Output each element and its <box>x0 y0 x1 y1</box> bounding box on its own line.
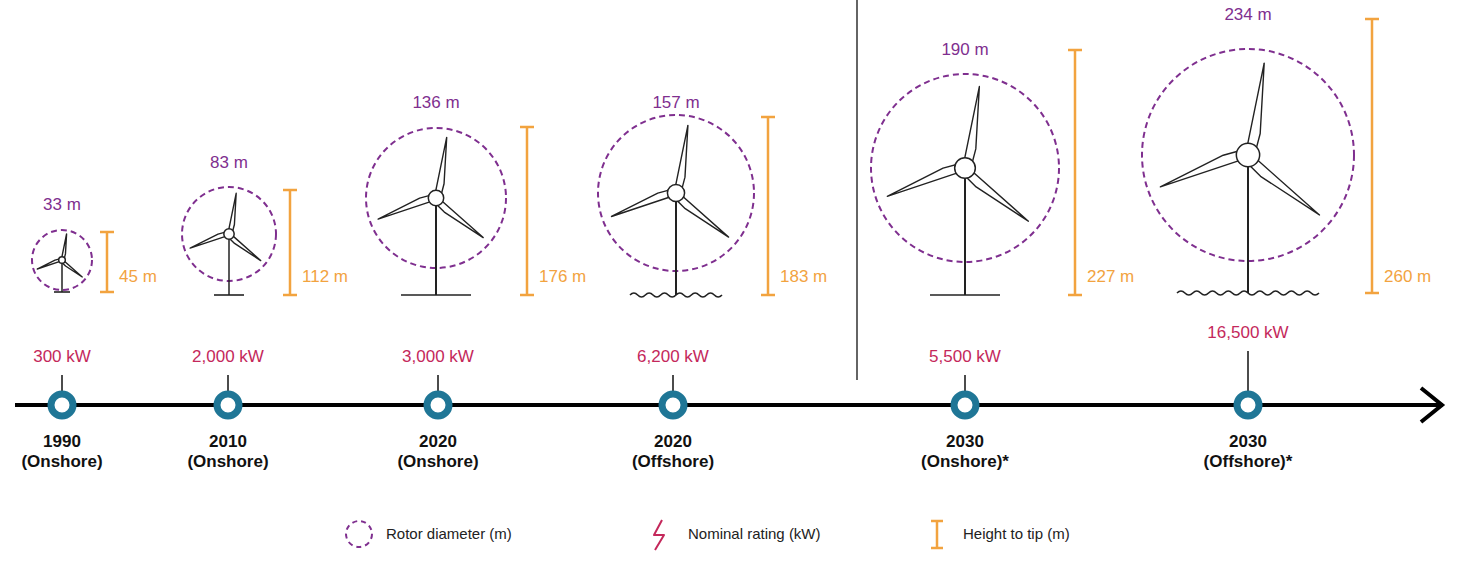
timeline-marker <box>662 394 684 416</box>
hub <box>59 257 66 264</box>
nominal-rating: 6,200 kW <box>637 347 709 367</box>
height-swatch <box>931 521 943 548</box>
wind-turbine <box>366 127 534 416</box>
tip-height: 260 m <box>1384 267 1431 287</box>
height-bracket <box>761 117 775 295</box>
ground-line <box>214 294 244 296</box>
ground-line <box>930 294 1000 296</box>
blade <box>1160 149 1249 187</box>
hub <box>667 184 684 201</box>
separator-line <box>856 0 857 380</box>
wind-turbine <box>1142 19 1379 416</box>
legend-text: Height to tip (m) <box>963 525 1070 542</box>
hub <box>224 229 234 239</box>
year-label: 2020 (Onshore) <box>386 432 490 471</box>
tower <box>228 234 230 295</box>
blade <box>434 137 446 198</box>
height-bracket <box>520 127 534 295</box>
rating-swatch <box>654 520 664 550</box>
tip-height: 112 m <box>302 267 348 287</box>
rating-tick <box>227 375 229 392</box>
hub <box>955 158 976 179</box>
rotor-diameter: 33 m <box>43 195 81 215</box>
nominal-rating: 5,500 kW <box>929 347 1001 367</box>
tip-height: 176 m <box>539 267 586 287</box>
timeline-marker <box>51 394 73 416</box>
rotor-swatch <box>346 521 372 547</box>
wind-turbine <box>32 230 114 416</box>
tower <box>964 168 966 295</box>
year-label: 2010 (Onshore) <box>176 432 280 471</box>
year-label: 1990 (Onshore) <box>10 432 114 471</box>
wind-turbine <box>182 187 297 416</box>
tip-height: 45 m <box>119 267 157 287</box>
tower <box>675 193 677 295</box>
year-label: 2020 (Offshore) <box>621 432 725 471</box>
rating-tick <box>61 375 63 392</box>
legend-swatches <box>346 520 943 550</box>
height-bracket <box>1068 50 1082 295</box>
rating-tick <box>1247 351 1249 392</box>
blade <box>1245 63 1264 156</box>
tip-height: 183 m <box>780 267 827 287</box>
nominal-rating: 16,500 kW <box>1207 323 1288 343</box>
rotor-diameter: 190 m <box>941 40 988 60</box>
wind-turbine <box>598 115 775 416</box>
tower <box>61 260 63 292</box>
legend-text: Nominal rating (kW) <box>688 525 821 542</box>
rating-tick <box>672 375 674 392</box>
height-bracket <box>1365 19 1379 293</box>
ground-line <box>401 294 471 296</box>
tower <box>1247 155 1249 293</box>
hub <box>1236 143 1259 166</box>
year-label: 2030 (Onshore)* <box>913 432 1017 471</box>
timeline-marker <box>217 394 239 416</box>
height-bracket <box>100 232 114 292</box>
rotor-diameter: 234 m <box>1224 5 1271 25</box>
timeline-marker <box>1237 394 1259 416</box>
rating-tick <box>437 375 439 392</box>
rotor-diameter: 157 m <box>652 93 699 113</box>
timeline-marker <box>954 394 976 416</box>
timeline-arrowhead <box>1421 388 1442 422</box>
wind-turbine <box>871 50 1082 416</box>
timeline-marker <box>427 394 449 416</box>
tower <box>435 198 437 295</box>
height-bracket <box>283 190 297 295</box>
year-label: 2030 (Offshore)* <box>1196 432 1300 471</box>
water-waves <box>630 293 722 297</box>
blade <box>963 87 980 169</box>
rotor-diameter: 83 m <box>210 153 248 173</box>
nominal-rating: 3,000 kW <box>402 347 474 367</box>
hub <box>428 190 443 205</box>
rotor-diameter: 136 m <box>412 93 459 113</box>
tip-height: 227 m <box>1087 267 1134 287</box>
rating-tick <box>964 375 966 392</box>
legend-text: Rotor diameter (m) <box>386 525 512 542</box>
nominal-rating: 300 kW <box>33 347 91 367</box>
nominal-rating: 2,000 kW <box>192 347 264 367</box>
blade <box>674 125 688 193</box>
water-waves <box>1177 291 1319 295</box>
ground-line <box>54 291 70 293</box>
